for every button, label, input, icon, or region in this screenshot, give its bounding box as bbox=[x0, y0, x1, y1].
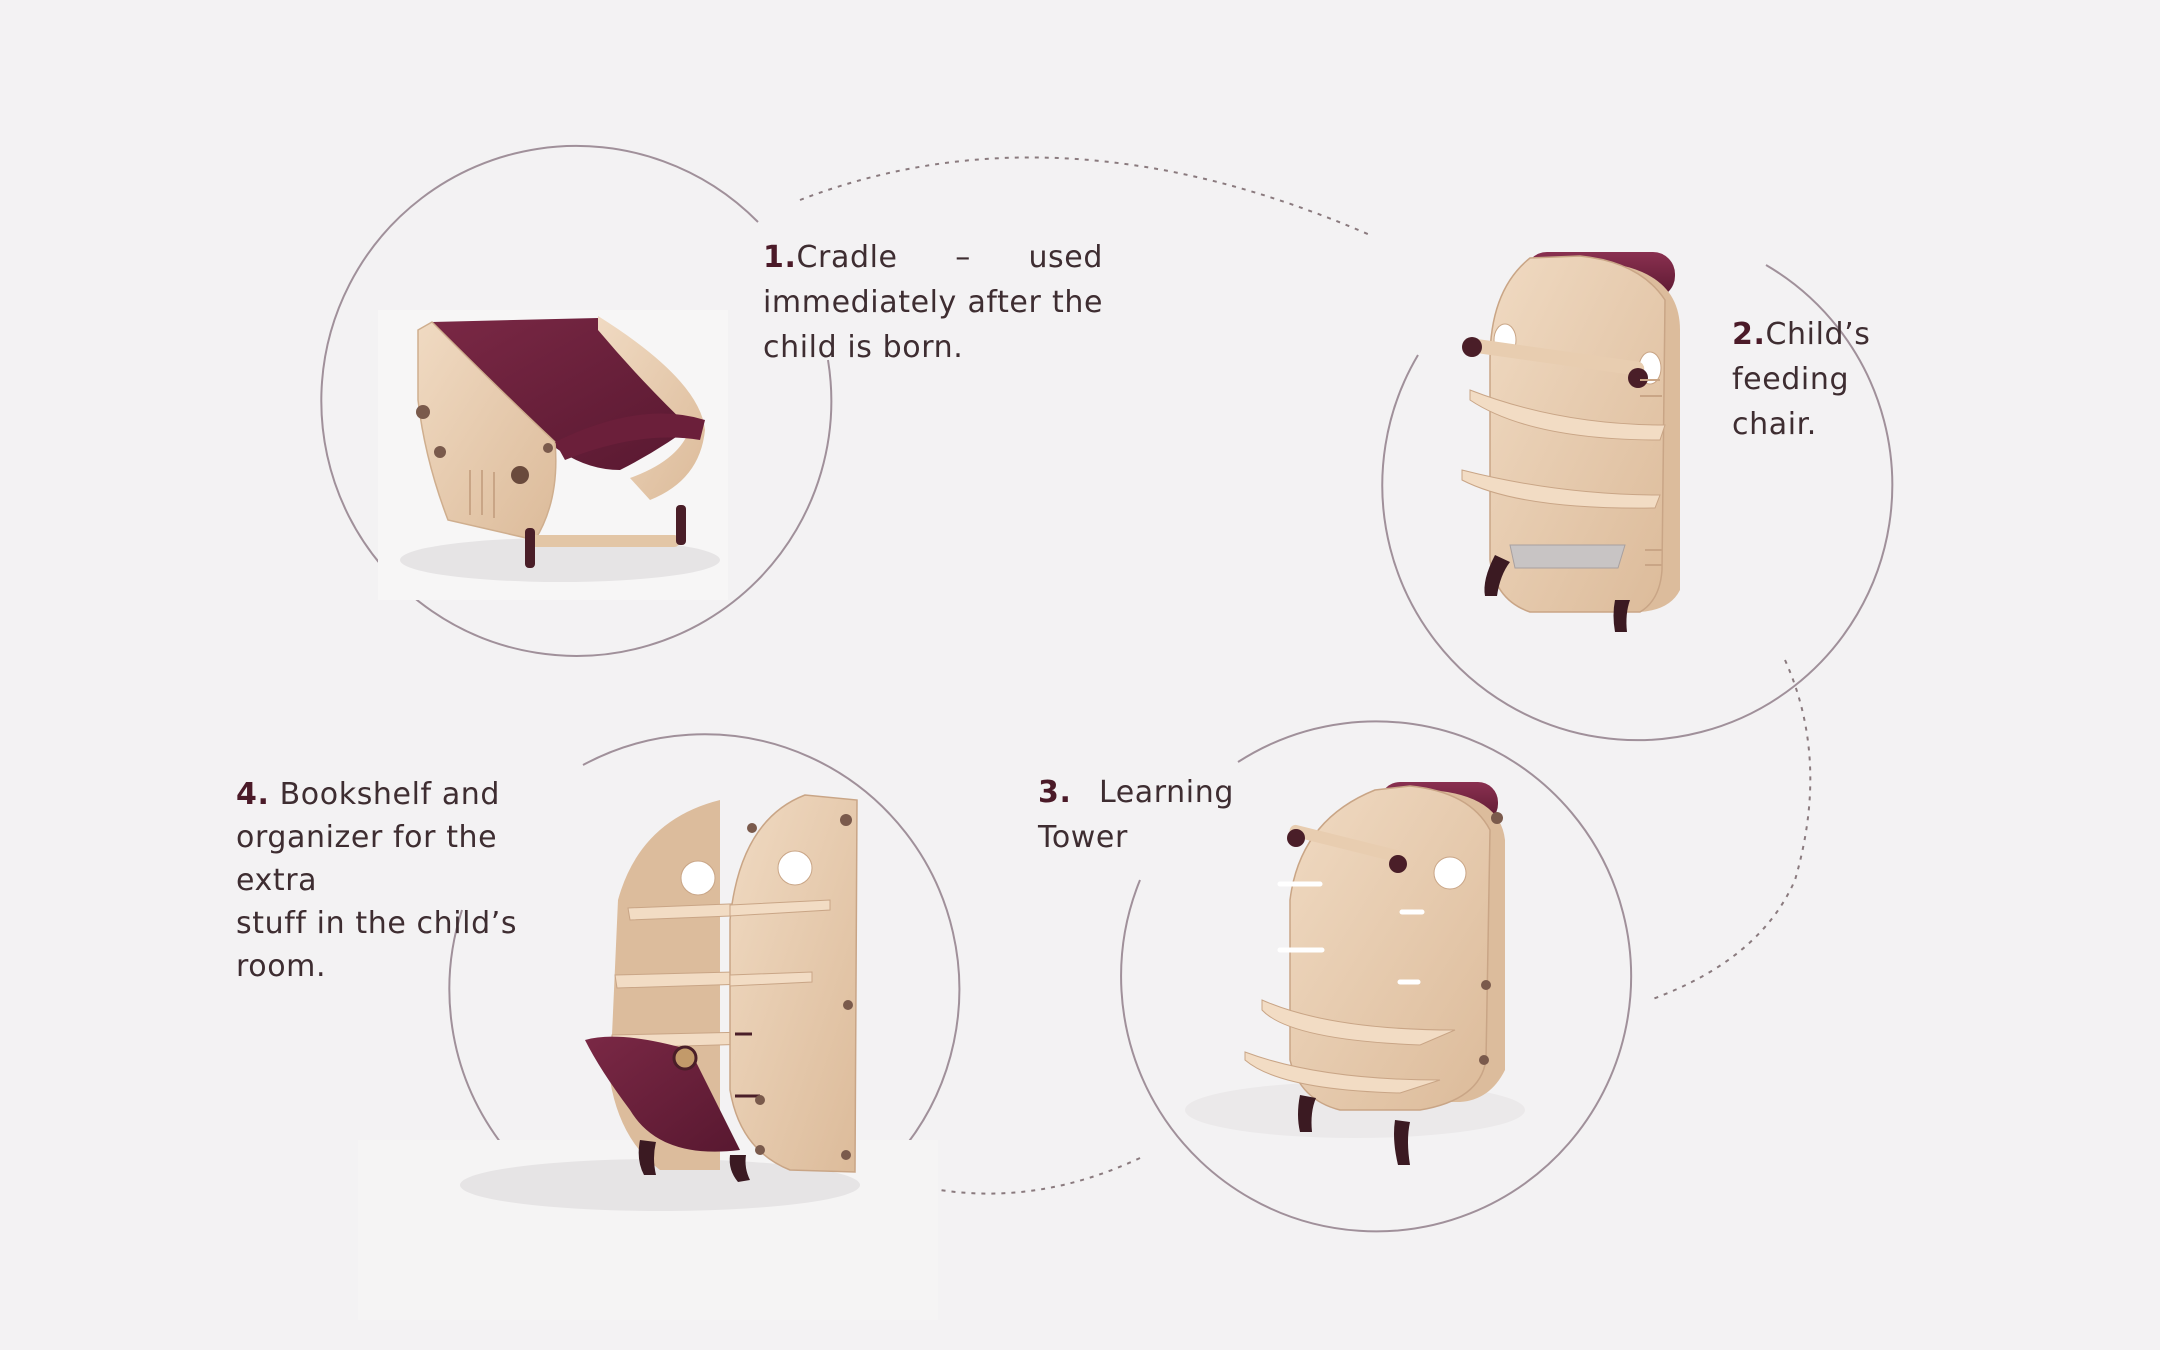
caption-bookshelf-line-2: organizer for the extra bbox=[236, 820, 498, 898]
connector-2-3 bbox=[1649, 659, 1812, 1001]
caption-bookshelf: 4. Bookshelf and organizer for the extra… bbox=[236, 773, 576, 988]
caption-feeding-chair-line-1: 2.Child’s feeding bbox=[1732, 317, 1871, 397]
connector-1-2 bbox=[799, 156, 1371, 236]
connector-3-4 bbox=[939, 1157, 1141, 1195]
circle-learning-tower bbox=[1120, 720, 1633, 1233]
caption-learning-tower: 3.Learning Tower bbox=[1038, 770, 1234, 860]
caption-feeding-chair: 2.Child’s feeding chair. bbox=[1732, 312, 1978, 447]
connector-paths bbox=[799, 156, 1812, 1195]
caption-bookshelf-line-1: 4. Bookshelf and bbox=[236, 777, 501, 812]
caption-cradle: 1.Cradle – used immediately after the ch… bbox=[763, 235, 1103, 370]
bookshelf-illustration bbox=[358, 794, 938, 1320]
circle-feeding-chair bbox=[1381, 264, 1894, 742]
cradle-illustration bbox=[378, 310, 728, 600]
learning-tower-illustration bbox=[1185, 782, 1525, 1165]
caption-learning-tower-line-2: Tower bbox=[1038, 820, 1128, 855]
caption-cradle-line-2: immediately after the bbox=[763, 285, 1103, 320]
caption-learning-tower-line-1: 3.Learning bbox=[1038, 775, 1234, 810]
caption-cradle-line-1: 1.Cradle – used bbox=[763, 240, 1103, 275]
caption-feeding-chair-line-2: chair. bbox=[1732, 407, 1817, 442]
caption-cradle-line-3: child is born. bbox=[763, 330, 964, 365]
caption-bookshelf-line-3: stuff in the child’s room. bbox=[236, 906, 518, 984]
feeding-chair-illustration bbox=[1461, 252, 1680, 632]
circle-cradle bbox=[320, 144, 833, 657]
